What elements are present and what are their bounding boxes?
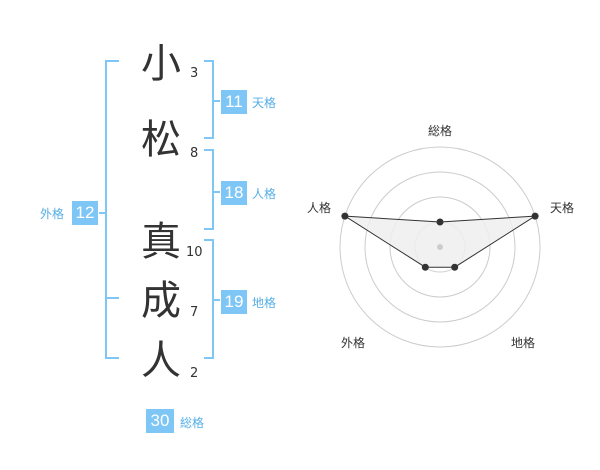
outer-bracket	[105, 60, 119, 359]
jin-label: 人格	[252, 187, 277, 201]
stroke-count-3: 10	[186, 245, 203, 260]
chi-label: 地格	[252, 296, 277, 310]
gai-value-box: 12	[72, 201, 98, 225]
brackets	[99, 60, 220, 359]
radar-center-point	[437, 244, 443, 250]
chi-bracket	[204, 239, 214, 359]
ten-label: 天格	[252, 96, 277, 110]
name-char-5: 人	[141, 338, 181, 384]
radar-label-ten: 天格	[550, 201, 575, 215]
sou-value-box: 30	[146, 409, 174, 433]
radar-point-0	[436, 218, 444, 226]
radar-label-gai: 外格	[341, 336, 366, 350]
stroke-count-4: 7	[190, 305, 199, 320]
radar-polygon	[344, 215, 536, 268]
name-char-4: 成	[141, 278, 181, 324]
stroke-count-5: 2	[190, 366, 199, 381]
radar-ring-3	[364, 171, 516, 323]
radar-point-1	[531, 212, 539, 220]
radar-label-chi: 地格	[511, 336, 536, 350]
name-char-3: 真	[141, 219, 181, 265]
radar-label-jin: 人格	[307, 201, 332, 215]
gai-label: 外格	[40, 207, 65, 221]
jin-bracket	[204, 149, 214, 230]
sou-label: 総格	[180, 416, 205, 430]
radar-ring-4	[339, 146, 541, 348]
radar-chart	[339, 146, 541, 348]
stroke-count-1: 3	[190, 66, 199, 81]
radar-point-2	[451, 263, 459, 271]
ten-value-box: 11	[221, 90, 247, 114]
chi-value-box: 19	[221, 290, 247, 314]
radar-point-3	[421, 263, 429, 271]
radar-label-sou: 総格	[428, 124, 453, 138]
name-char-1: 小	[141, 41, 181, 87]
name-char-2: 松	[141, 117, 181, 163]
radar-point-4	[341, 212, 349, 220]
ten-bracket	[204, 60, 214, 139]
jin-value-box: 18	[221, 181, 247, 205]
radar-ring-2	[389, 196, 491, 298]
stroke-count-2: 8	[190, 146, 199, 161]
